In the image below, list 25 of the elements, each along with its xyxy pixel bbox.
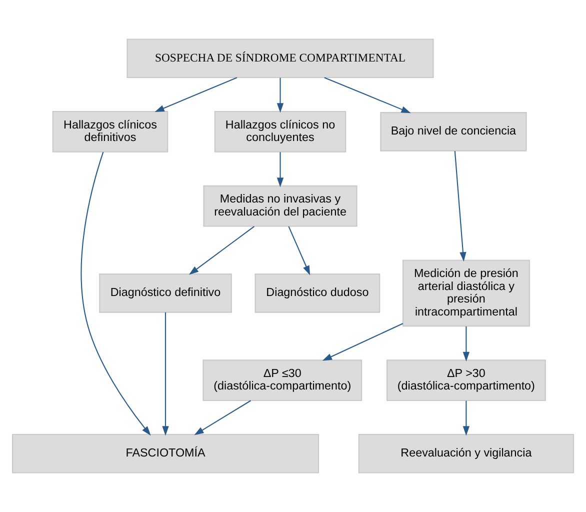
node-box: Diagnóstico definitivo [99,274,232,313]
node-box: Medición de presión arterial diastólica y presión intracompartimental [402,260,530,327]
arrow [462,326,470,362]
arrow [188,226,255,275]
node-box: ΔP ≤30 (diastólica-compartimento) [202,360,362,402]
arrow [276,78,284,113]
node-box: Diagnóstico dudoso [254,274,380,313]
node-box: ΔP >30 (diastólica-compartimento) [386,360,546,402]
node-box: Hallazgos clínicos no concluyentes [214,110,346,152]
arrow [80,152,151,436]
arrow [288,226,310,276]
node-box: Reevaluación y vigilancia [358,434,574,474]
arrow [154,77,238,112]
arrow [194,400,252,436]
node-box: SOSPECHA DE SÍNDROME COMPARTIMENTAL [126,38,434,78]
arrow [276,152,284,188]
arrow [462,400,470,436]
arrow [162,312,169,436]
node-box: Medidas no invasivas y reevaluación del paciente [203,185,358,227]
arrow [324,77,411,114]
node-box: FASCIOTOMÍA [12,434,320,474]
node-box: Bajo nivel de conciencia [380,112,527,152]
arrow [454,151,466,262]
node-box: Hallazgos clínicos definitivos [52,110,168,152]
arrow [322,323,404,361]
